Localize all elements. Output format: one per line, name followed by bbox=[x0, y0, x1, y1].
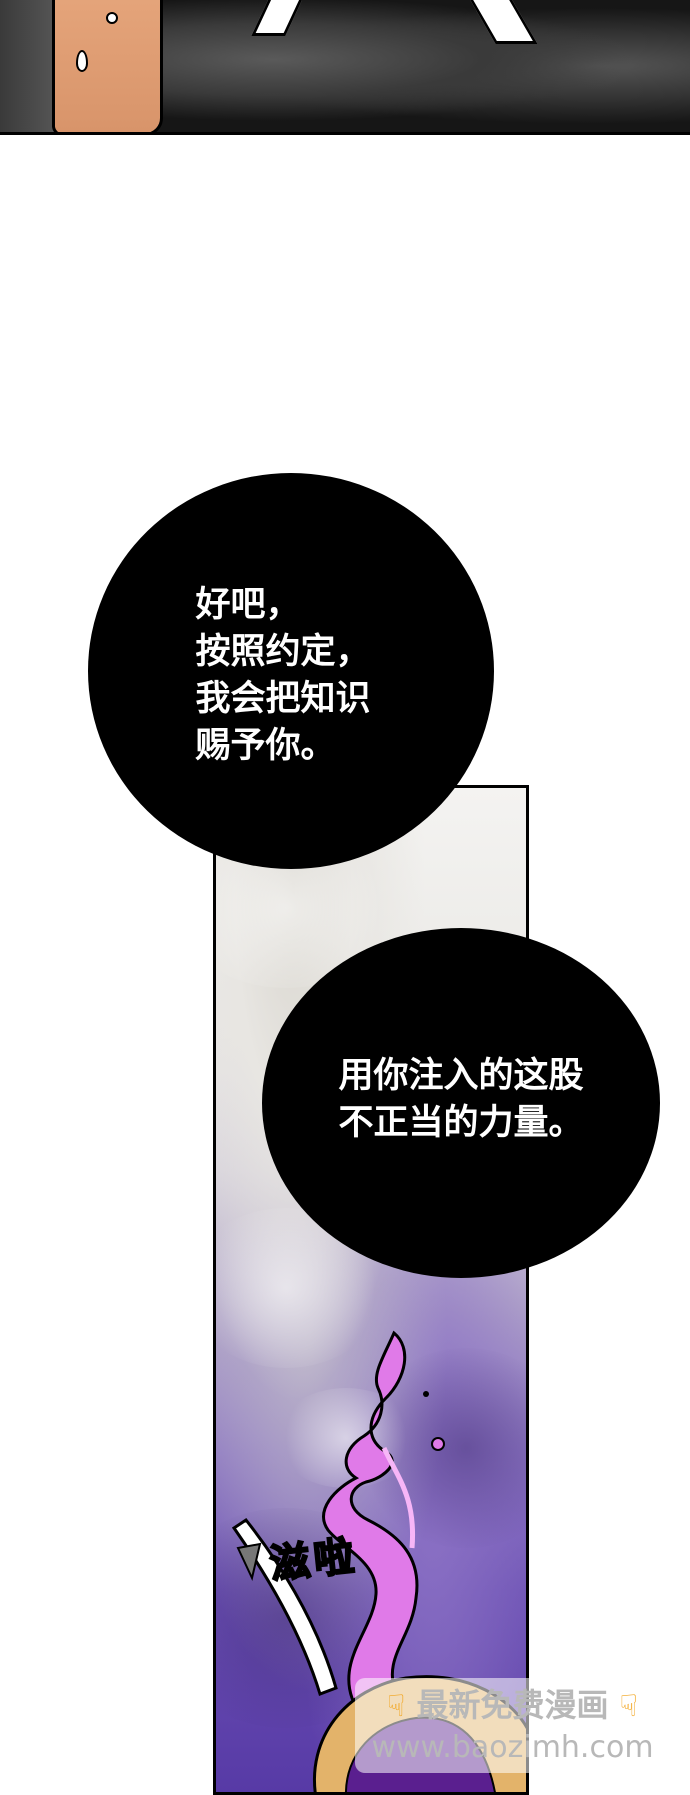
watermark-url: www.baozimh.com bbox=[371, 1730, 654, 1765]
watermark: ☟ 最新免费漫画 ☟ www.baozimh.com bbox=[355, 1678, 670, 1773]
speech-bubble-1: 好吧， 按照约定， 我会把知识 赐予你。 bbox=[88, 473, 494, 869]
sound-effect: 滋啦 bbox=[264, 1496, 357, 1590]
sweat-drop-icon bbox=[76, 50, 88, 72]
pointing-down-hand-icon: ☟ bbox=[619, 1689, 638, 1724]
bubble-2-text: 用你注入的这股 不正当的力量。 bbox=[338, 1056, 584, 1143]
sfx-char-1: 滋 bbox=[267, 1536, 314, 1589]
quill-blade bbox=[231, 1517, 338, 1696]
dark-clothing bbox=[155, 0, 690, 132]
bubble-1-text: 好吧， 按照约定， 我会把知识 赐予你。 bbox=[195, 585, 371, 766]
top-comic-panel bbox=[0, 0, 690, 135]
speech-bubble-2: 用你注入的这股 不正当的力量。 bbox=[262, 928, 660, 1278]
pointing-down-hand-icon: ☟ bbox=[387, 1689, 406, 1724]
watermark-title: 最新免费漫画 bbox=[416, 1686, 609, 1724]
sweat-drop-icon bbox=[106, 12, 118, 24]
sfx-char-2: 啦 bbox=[310, 1532, 357, 1585]
